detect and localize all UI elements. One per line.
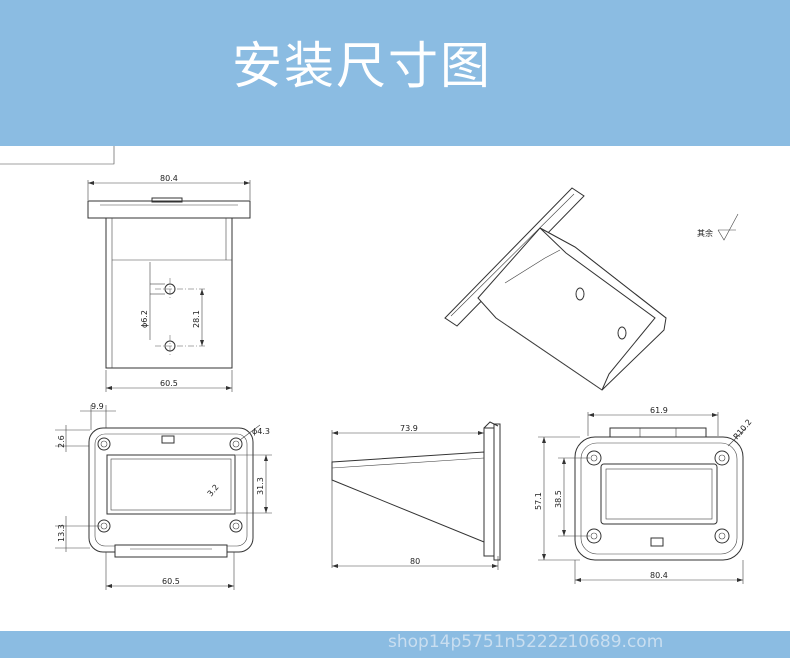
rear-hole — [97, 437, 111, 451]
top-view-window — [600, 463, 718, 525]
bracket-body — [105, 217, 233, 369]
surface-note: 其余 — [697, 228, 713, 238]
rear-top-offset: 2.6 — [57, 435, 66, 448]
rear-hole — [229, 437, 243, 451]
mounting-flange — [87, 200, 251, 219]
rear-left-offset: 9.9 — [91, 402, 104, 411]
top-view-top-width: 61.9 — [650, 406, 668, 415]
side-body — [331, 451, 485, 543]
watermark-text: shop14p5751n5222z10689.com — [388, 632, 664, 652]
rear-hole — [229, 519, 243, 533]
iso-hole — [617, 326, 627, 340]
top-view: 61.9 R10.2 57.1 38.5 80. — [534, 406, 754, 584]
top-view-hole — [714, 450, 730, 466]
rear-hole-diameter: ϕ4.3 — [252, 427, 270, 436]
side-length-top: 73.9 — [400, 424, 418, 433]
top-view-bottom-width: 80.4 — [650, 571, 668, 580]
footer-bar: shop14p5751n5222z10689.com — [0, 631, 790, 658]
front-view: 80.4 ϕ6.2 28.1 60.5 — [87, 174, 251, 392]
rear-foot — [114, 544, 228, 558]
side-flange — [483, 427, 495, 557]
top-view-height: 57.1 — [534, 492, 543, 510]
front-hole-spacing: 28.1 — [192, 310, 201, 328]
page-title: 安装尺寸图 — [232, 37, 492, 95]
front-top-width: 80.4 — [160, 174, 178, 183]
iso-hole — [575, 287, 585, 301]
rear-height: 31.3 — [256, 477, 265, 495]
drawing-frame-corner — [0, 146, 115, 165]
side-view: 73.9 80 — [331, 421, 501, 570]
header-banner: 安装尺寸图 — [0, 0, 790, 146]
top-view-hole — [714, 528, 730, 544]
top-view-inner-height: 38.5 — [554, 490, 563, 508]
isometric-view: 其余 — [444, 187, 739, 391]
rear-width: 60.5 — [162, 577, 180, 586]
top-view-radius: R10.2 — [732, 418, 754, 442]
rear-window — [106, 454, 236, 515]
rear-view: 9.9 2.6 ϕ4.3 31.3 3.2 13.3 — [55, 402, 272, 590]
front-hole-diameter: ϕ6.2 — [140, 310, 149, 328]
rear-bottom-offset: 13.3 — [57, 524, 66, 542]
technical-drawing: 80.4 ϕ6.2 28.1 60.5 — [0, 146, 754, 590]
front-bottom-width: 60.5 — [160, 379, 178, 388]
roughness-symbol — [717, 213, 739, 241]
side-length-bottom: 80 — [410, 557, 420, 566]
